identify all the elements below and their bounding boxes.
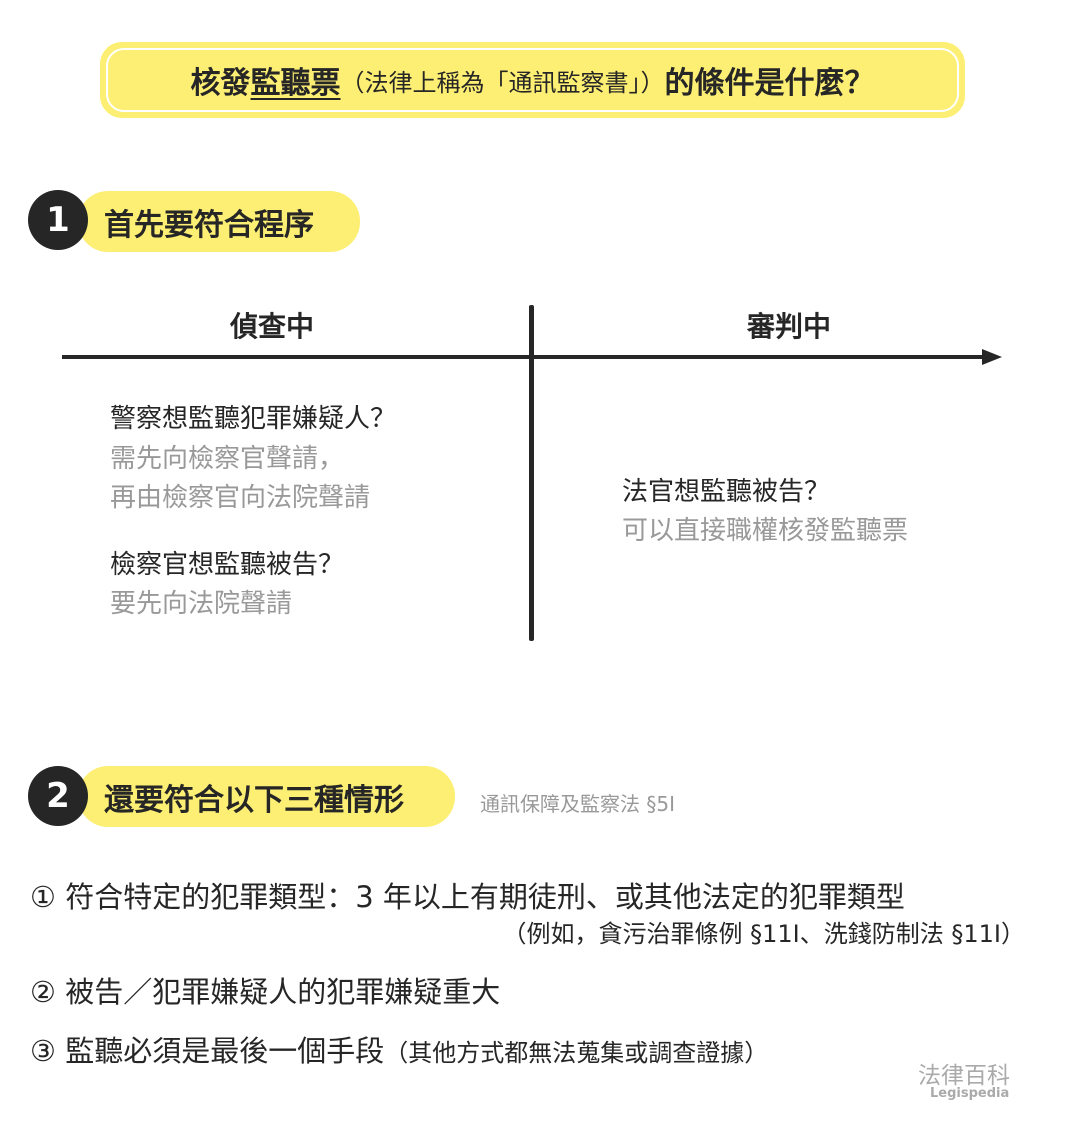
title-suffix: 的條件是什麼？ [664,66,875,101]
condition-3-note: （其他方式都無法蒐集或調查證據） [384,1039,769,1067]
timeline-divider [529,305,534,641]
police-question: 警察想監聽犯罪嫌疑人？ [110,404,397,434]
investigation-header: 偵查中 [229,310,315,343]
title-underlined: 監聽票 [250,66,341,101]
page-title: 核發監聽票（法律上稱為「通訊監察書」）的條件是什麼？ [106,48,959,112]
condition-marker: ① [30,880,56,914]
trial-header: 審判中 [746,310,832,343]
timeline-axis [62,355,987,359]
title-prefix: 核發 [190,66,251,101]
arrow-right-icon [982,349,1002,365]
title-banner: 核發監聽票（法律上稱為「通訊監察書」）的條件是什麼？ [100,42,965,118]
condition-text: 監聽必須是最後一個手段 [65,1034,385,1068]
section2-label: 還要符合以下三種情形 [78,766,455,827]
law-reference: 通訊保障及監察法 §5Ⅰ [480,792,675,816]
section1-label: 首先要符合程序 [78,191,360,252]
condition-2: ② 被告／犯罪嫌疑人的犯罪嫌疑重大 [30,969,500,1011]
police-answer-line1: 需先向檢察官聲請， [110,444,345,474]
police-answer-line2: 再由檢察官向法院聲請 [110,483,371,513]
condition-1-note: （例如，貪污治罪條例 §11Ⅰ、洗錢防制法 §11Ⅰ） [502,920,1026,948]
prosecutor-question: 檢察官想監聽被告？ [110,550,345,580]
condition-1: ① 符合特定的犯罪類型：3 年以上有期徒刑、或其他法定的犯罪類型 [30,874,905,916]
condition-marker: ③ [30,1034,56,1068]
title-paren: （法律上稱為「通訊監察書」） [340,68,665,97]
section2-number: 2 [28,766,88,826]
logo-sub: Legispedia [930,1086,1010,1101]
prosecutor-answer: 要先向法院聲請 [110,589,293,619]
condition-text: 被告／犯罪嫌疑人的犯罪嫌疑重大 [65,975,501,1009]
judge-answer: 可以直接職權核發監聽票 [622,516,909,546]
condition-3: ③ 監聽必須是最後一個手段（其他方式都無法蒐集或調查證據） [30,1028,768,1070]
condition-marker: ② [30,975,56,1009]
section1-number: 1 [28,190,88,250]
logo-name: 法律百科 [918,1063,1010,1089]
condition-text: 符合特定的犯罪類型：3 年以上有期徒刑、或其他法定的犯罪類型 [65,880,905,914]
judge-question: 法官想監聽被告？ [622,477,831,507]
